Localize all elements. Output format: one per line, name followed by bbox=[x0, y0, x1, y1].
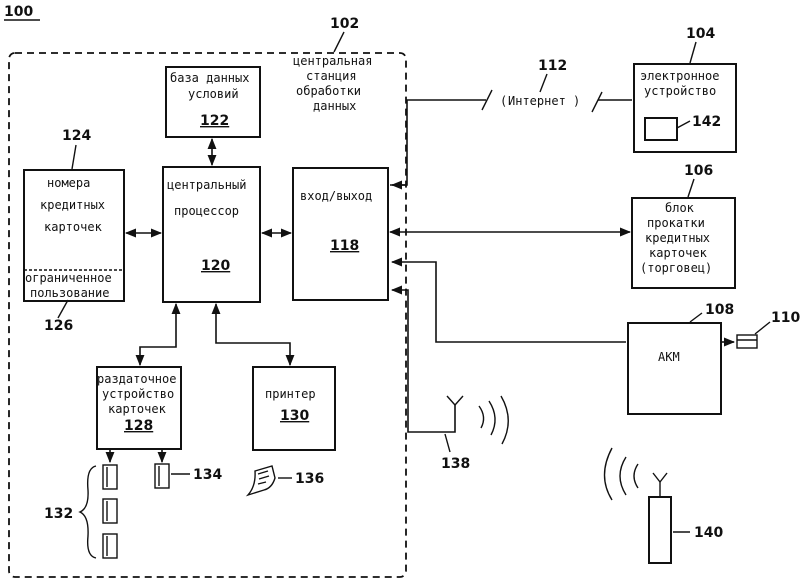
card-numbers-ref: 124 bbox=[62, 128, 91, 144]
card-2 bbox=[103, 499, 117, 523]
card-numbers-label-2: кредитных bbox=[40, 198, 105, 212]
atm-ref: 108 bbox=[705, 302, 734, 318]
atm-card-leader bbox=[755, 322, 770, 334]
internet-paren-open: ( bbox=[500, 94, 507, 108]
merchant-label-5: (торговец) bbox=[640, 261, 712, 275]
handheld-antenna-left bbox=[653, 473, 660, 482]
electronic-device-inner-ref: 142 bbox=[692, 114, 721, 130]
wave-138-3 bbox=[501, 396, 508, 444]
io-atm-link bbox=[392, 262, 626, 342]
atm-card bbox=[737, 335, 757, 348]
wave-140-1 bbox=[634, 464, 638, 488]
cpu-label-1: центральный bbox=[167, 178, 246, 192]
single-card bbox=[155, 464, 169, 488]
io-box bbox=[293, 168, 388, 300]
card-dispenser-label-3: карточек bbox=[108, 402, 167, 416]
receipt-line-1 bbox=[258, 471, 268, 474]
restricted-label-2: пользование bbox=[30, 286, 109, 300]
antenna-138-right bbox=[455, 396, 463, 405]
handheld-ref: 140 bbox=[694, 525, 723, 541]
antenna-138-leader bbox=[445, 434, 450, 452]
io-internet-link bbox=[390, 100, 486, 185]
conditions-db-label-2: условий bbox=[188, 87, 239, 101]
central-station-ref: 102 bbox=[330, 16, 359, 32]
electronic-device-label-2: устройство bbox=[644, 84, 716, 98]
electronic-device-leader bbox=[690, 42, 696, 63]
cpu-printer-link bbox=[216, 304, 290, 365]
wave-138-2 bbox=[489, 401, 495, 435]
atm-box bbox=[628, 323, 721, 414]
electronic-device-screen bbox=[645, 118, 677, 140]
internet-label: Интернет bbox=[508, 94, 566, 108]
io-antenna-link bbox=[392, 290, 455, 432]
conditions-db-ref: 122 bbox=[200, 113, 229, 129]
card-3 bbox=[103, 534, 117, 558]
central-station-label-1: центральная bbox=[293, 54, 372, 68]
cpu-label-2: процессор bbox=[174, 204, 239, 218]
card-dispenser-ref: 128 bbox=[124, 418, 153, 434]
merchant-terminal-leader bbox=[688, 179, 694, 197]
wave-140-3 bbox=[605, 448, 613, 500]
receipt-line-2 bbox=[259, 476, 269, 479]
atm-leader bbox=[690, 313, 702, 322]
merchant-terminal-ref: 106 bbox=[684, 163, 713, 179]
antenna-ref: 138 bbox=[441, 456, 470, 472]
merchant-label-1: блок bbox=[665, 201, 695, 215]
receipt-icon bbox=[248, 466, 275, 495]
io-label: вход/выход bbox=[300, 189, 372, 203]
cards-brace bbox=[80, 466, 96, 558]
central-station-label-3: обработки bbox=[296, 84, 361, 98]
figure-number: 100 bbox=[4, 4, 33, 20]
card-dispenser-label-2: устройство bbox=[102, 387, 174, 401]
card-numbers-label-3: карточек bbox=[44, 220, 103, 234]
internet-leader bbox=[540, 74, 547, 92]
io-ref: 118 bbox=[330, 238, 359, 254]
internet-ref: 112 bbox=[538, 58, 567, 74]
cpu-dispenser-link bbox=[140, 304, 176, 365]
restricted-ref: 126 bbox=[44, 318, 73, 334]
cpu-ref: 120 bbox=[201, 258, 230, 274]
central-station-leader bbox=[334, 32, 344, 52]
internet-paren-close: ) bbox=[573, 94, 580, 108]
receipt-ref: 136 bbox=[295, 471, 324, 487]
internet-break-2 bbox=[592, 92, 602, 112]
wave-138-1 bbox=[479, 406, 484, 428]
atm-card-ref: 110 bbox=[771, 310, 800, 326]
merchant-label-3: кредитных bbox=[645, 231, 710, 245]
restricted-label-1: ограниченное bbox=[25, 271, 112, 285]
printer-label: принтер bbox=[265, 387, 316, 401]
merchant-label-2: прокатки bbox=[647, 216, 705, 230]
card-1 bbox=[103, 465, 117, 489]
printer-ref: 130 bbox=[280, 408, 309, 424]
card-numbers-leader bbox=[72, 145, 76, 169]
restricted-leader bbox=[58, 300, 68, 318]
merchant-label-4: карточек bbox=[649, 246, 708, 260]
electronic-device-ref: 104 bbox=[686, 26, 715, 42]
atm-label: АКМ bbox=[658, 350, 680, 364]
handheld-device bbox=[649, 497, 671, 563]
central-station-label-4: данных bbox=[313, 99, 356, 113]
handheld-antenna-right bbox=[660, 473, 667, 482]
cards-ref: 132 bbox=[44, 506, 73, 522]
conditions-db-label-1: база данных bbox=[170, 71, 249, 85]
central-station-label-2: станция bbox=[306, 69, 357, 83]
antenna-138-left bbox=[447, 396, 455, 405]
wave-140-2 bbox=[620, 457, 626, 495]
card-numbers-label-1: номера bbox=[47, 176, 90, 190]
card-dispenser-label-1: раздаточное bbox=[97, 372, 176, 386]
electronic-device-label-1: электронное bbox=[640, 69, 719, 83]
receipt-line-3 bbox=[258, 482, 266, 484]
single-card-ref: 134 bbox=[193, 467, 222, 483]
